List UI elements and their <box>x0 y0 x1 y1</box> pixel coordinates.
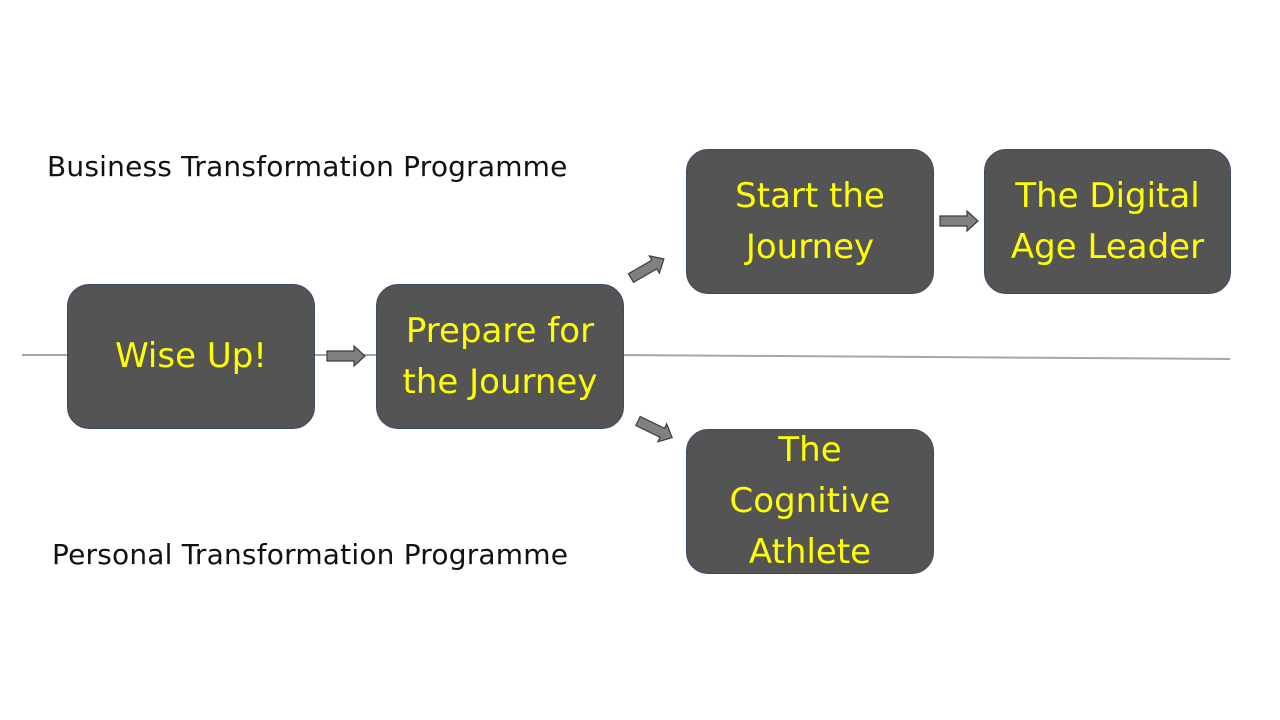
business-lane-label: Business Transformation Programme <box>47 150 568 183</box>
arrow-prepare-to-cognitive <box>635 415 673 443</box>
arrow-wise-up-to-prepare <box>326 344 366 368</box>
step-start-journey: Start the Journey <box>686 149 934 294</box>
step-prepare: Prepare for the Journey <box>376 284 624 429</box>
step-start-journey-label: Start the Journey <box>735 175 885 267</box>
step-wise-up-label: Wise Up! <box>115 336 267 376</box>
arrow-prepare-to-start <box>627 254 665 284</box>
arrow-down-right-icon <box>635 415 673 443</box>
arrow-right-icon <box>326 344 366 368</box>
step-prepare-label: Prepare for the Journey <box>402 310 598 402</box>
arrow-up-right-icon <box>627 254 665 284</box>
arrow-start-to-digital-leader <box>939 209 979 233</box>
step-digital-age-leader-label: The Digital Age Leader <box>1010 175 1205 267</box>
step-wise-up: Wise Up! <box>67 284 315 429</box>
step-digital-age-leader: The Digital Age Leader <box>984 149 1231 294</box>
step-cognitive-athlete: The Cognitive Athlete <box>686 429 934 574</box>
arrow-right-icon <box>939 209 979 233</box>
personal-lane-label: Personal Transformation Programme <box>52 538 569 571</box>
step-cognitive-athlete-label: The Cognitive Athlete <box>729 430 891 572</box>
